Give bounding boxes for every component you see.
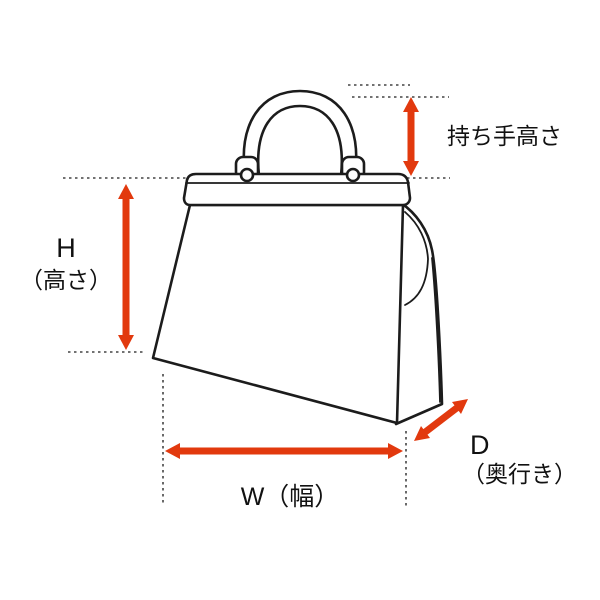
handle-height-arrow [403, 97, 419, 176]
width-label: W（幅） [240, 483, 340, 511]
handle-ring-right [345, 167, 361, 183]
arrow-head [452, 399, 468, 414]
side-gusset-fold [404, 211, 429, 306]
arrow-head [414, 426, 430, 441]
width-arrow [165, 443, 403, 459]
guide-lines [63, 84, 450, 506]
bag-illustration [151, 89, 444, 426]
side-seam [431, 257, 441, 403]
bag-side-panel [394, 201, 444, 426]
handle-ring-left [239, 167, 255, 183]
arrow-head [165, 443, 180, 459]
arrow-head [388, 443, 403, 459]
height-arrow [118, 184, 134, 350]
height-label: H （高さ） [14, 232, 118, 295]
handle-height-label: 持ち手高さ [447, 123, 562, 149]
arrow-head [118, 335, 134, 350]
bag-handle [242, 89, 358, 178]
arrow-head [403, 161, 419, 176]
arrow-head [403, 97, 419, 112]
depth-label: D （奥行き） [462, 429, 577, 489]
depth-arrow [414, 399, 468, 441]
bag-front [151, 203, 405, 425]
bag-frame [182, 172, 412, 207]
arrow-head [118, 184, 134, 199]
depth-caption: （奥行き） [462, 461, 577, 488]
depth-symbol: D [470, 430, 490, 460]
height-symbol: H [56, 233, 76, 263]
measurement-arrows [118, 97, 468, 459]
height-caption: （高さ） [20, 266, 112, 293]
